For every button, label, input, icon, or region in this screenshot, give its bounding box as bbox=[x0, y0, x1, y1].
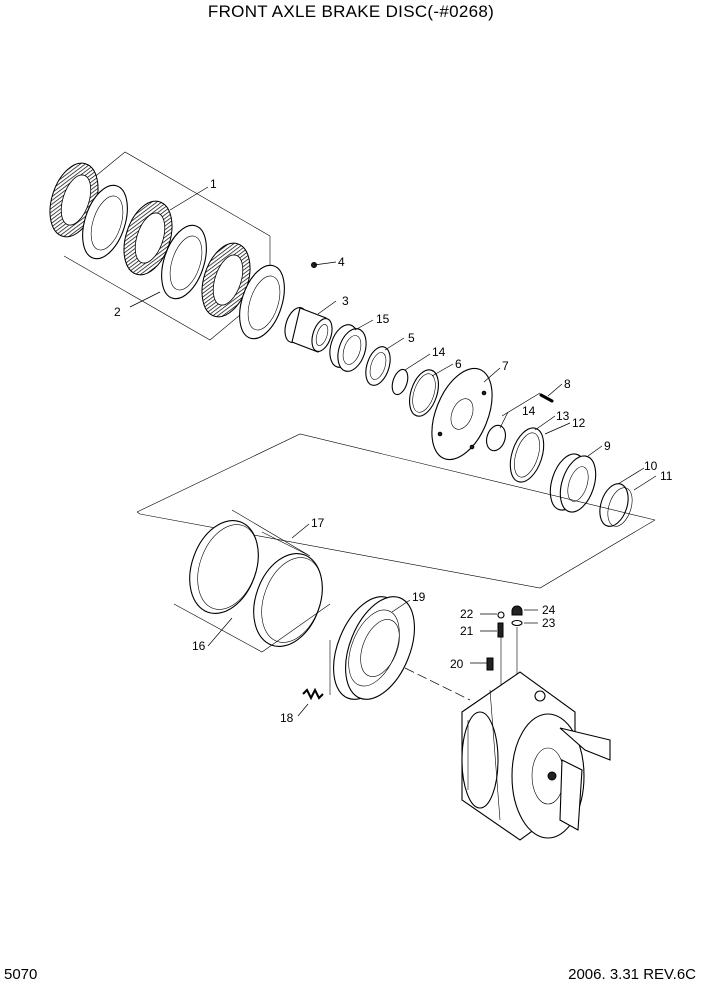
callout-17: 17 bbox=[311, 516, 325, 530]
steel-plate bbox=[161, 224, 207, 300]
end-ring-pair bbox=[599, 483, 633, 527]
callout-21: 21 bbox=[460, 624, 474, 638]
centerline bbox=[404, 667, 471, 701]
callout-9: 9 bbox=[604, 439, 611, 453]
o-ring bbox=[391, 368, 409, 396]
lower-group-frame bbox=[136, 433, 656, 589]
callout-14-upper: 14 bbox=[432, 345, 446, 359]
callout-5: 5 bbox=[408, 331, 415, 345]
pin-part bbox=[539, 393, 554, 403]
piston bbox=[549, 453, 597, 513]
callout-16: 16 bbox=[192, 639, 206, 653]
seal-ring bbox=[329, 324, 367, 372]
backup-ring bbox=[409, 369, 439, 417]
piston-plate bbox=[431, 367, 493, 461]
callout-19: 19 bbox=[412, 590, 426, 604]
callout-10: 10 bbox=[644, 459, 658, 473]
callout-11: 11 bbox=[660, 469, 673, 483]
callout-1: 1 bbox=[210, 177, 217, 191]
callout-13: 13 bbox=[556, 409, 570, 423]
axle-housing bbox=[461, 671, 611, 841]
page-title: FRONT AXLE BRAKE DISC(-#0268) bbox=[207, 2, 495, 21]
callout-15: 15 bbox=[376, 312, 390, 326]
callout-14-lower: 14 bbox=[522, 404, 536, 418]
callout-23: 23 bbox=[542, 616, 556, 630]
callout-8: 8 bbox=[564, 377, 571, 391]
callout-4: 4 bbox=[338, 255, 345, 269]
callout-20: 20 bbox=[450, 657, 464, 671]
hub-sleeve bbox=[284, 307, 333, 353]
steel-plate bbox=[239, 264, 285, 340]
callout-22: 22 bbox=[460, 607, 474, 621]
washer-ring bbox=[365, 346, 391, 386]
callout-12: 12 bbox=[572, 416, 586, 430]
large-seal-ring bbox=[189, 520, 259, 614]
seal-ring-pair bbox=[509, 427, 545, 483]
callout-24: 24 bbox=[542, 603, 556, 617]
callout-6: 6 bbox=[455, 357, 462, 371]
steel-plate bbox=[82, 184, 128, 260]
leader-lines bbox=[129, 186, 657, 717]
callout-18: 18 bbox=[280, 711, 294, 725]
revision-date: 2006. 3.31 REV.6C bbox=[568, 966, 696, 983]
callout-2: 2 bbox=[114, 305, 121, 319]
fitting-bleeder bbox=[486, 611, 505, 690]
friction-disc bbox=[123, 200, 173, 276]
friction-disc bbox=[201, 242, 251, 318]
o-ring bbox=[485, 424, 507, 452]
callout-3: 3 bbox=[342, 294, 349, 308]
annular-piston-housing bbox=[333, 596, 415, 700]
page-number: 5070 bbox=[4, 966, 38, 983]
spring-part bbox=[302, 687, 324, 701]
callout-7: 7 bbox=[502, 359, 509, 373]
fitting-plug bbox=[511, 605, 523, 675]
large-seal-ring bbox=[253, 553, 323, 647]
